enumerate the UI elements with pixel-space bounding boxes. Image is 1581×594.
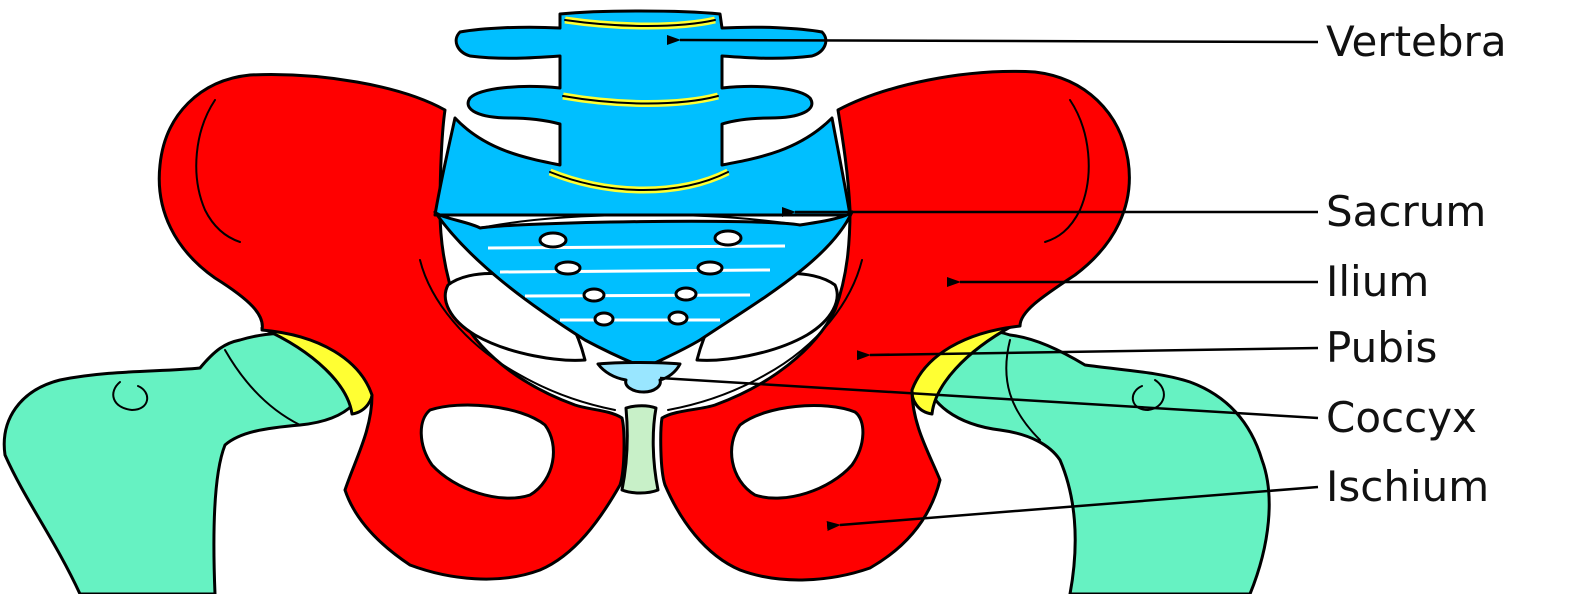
right-femur bbox=[925, 330, 1269, 594]
label-ilium: Ilium bbox=[1326, 257, 1429, 306]
label-pubis: Pubis bbox=[1326, 323, 1437, 372]
label-vertebra: Vertebra bbox=[1326, 17, 1507, 66]
label-ischium: Ischium bbox=[1326, 462, 1489, 511]
label-coccyx: Coccyx bbox=[1326, 393, 1477, 442]
pubic-symphysis bbox=[622, 406, 658, 493]
left-femur bbox=[4, 333, 363, 594]
label-sacrum: Sacrum bbox=[1326, 187, 1486, 236]
